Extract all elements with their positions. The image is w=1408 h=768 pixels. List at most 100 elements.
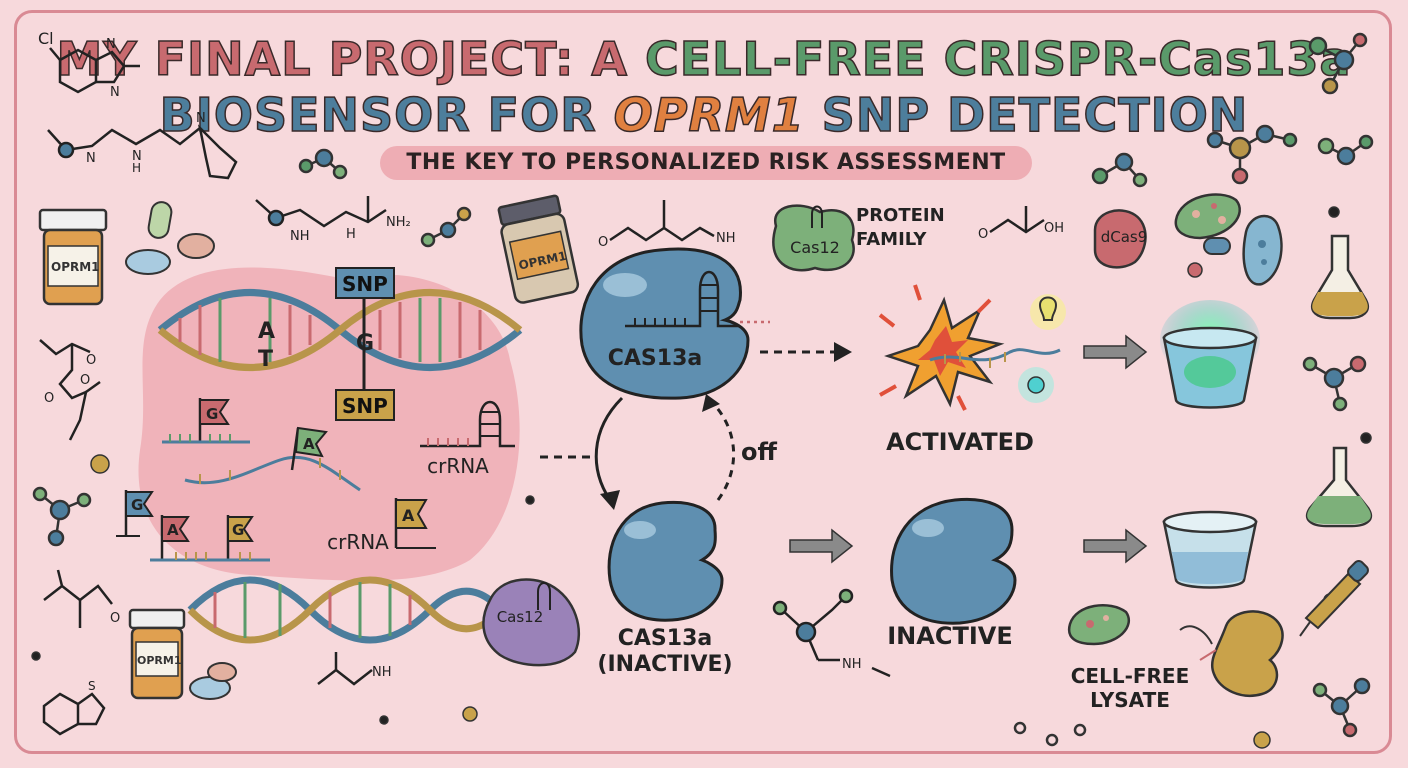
dna-helix-top: [157, 289, 523, 371]
dna-helix-bottom: [187, 576, 493, 644]
subtitle-banner: THE KEY TO PERSONALIZED RISK ASSESSMENT: [380, 146, 1032, 180]
title-part-oprm1: OPRM1: [613, 87, 805, 143]
atom-chain1-nh: NH: [716, 231, 736, 246]
label-protein-family-2: FAMILY: [856, 229, 927, 250]
atom-left-o2: O: [80, 373, 90, 388]
cleaved-rna-strand: [929, 348, 1061, 362]
atom-s: S: [88, 679, 96, 693]
light-bulb-icon: [1038, 296, 1058, 321]
label-crrna-2: crRNA: [327, 530, 389, 554]
title-line-2: BIOSENSOR FOR OPRM1 SNP DETECTION: [0, 87, 1408, 143]
atom-left-o: O: [86, 353, 96, 368]
lysate-bacteria: [1067, 604, 1131, 646]
atom-h1: H: [132, 161, 141, 175]
arrow-to-inactive: [594, 396, 624, 501]
dna-base-a: A: [258, 319, 275, 344]
flag-g-1-letter: G: [206, 405, 218, 423]
pill-bottle-2: [497, 194, 580, 304]
label-cas12-card: Cas12: [790, 238, 840, 257]
flag-g-2-letter: G: [131, 496, 143, 514]
flag-g-2: [116, 490, 154, 537]
cup-glowing-rim: [1162, 326, 1258, 350]
label-cell-free-1: CELL-FREE: [1070, 664, 1190, 688]
cas12-card-hairpin: [811, 205, 823, 228]
flag-a-1: [290, 426, 328, 471]
arrow-inactive-right: [789, 528, 854, 564]
flag-g-1: [162, 398, 250, 444]
cas12-protein-shape: [482, 578, 580, 667]
arrow-to-cup-bottom: [1083, 528, 1148, 564]
cup-plain-rim: [1162, 510, 1258, 534]
pills-top-left: [125, 201, 215, 275]
cas12-card-shape: [772, 204, 855, 272]
label-crrna-1: crRNA: [427, 454, 489, 478]
title-part-project: MY FINAL PROJECT: A: [56, 31, 645, 87]
title-part-biosensor: BIOSENSOR FOR: [159, 87, 614, 143]
label-inactive: INACTIVE: [887, 622, 1013, 650]
chain-molecule-3: [989, 206, 1045, 234]
page-border: [14, 10, 1392, 754]
label-protein-family-1: PROTEIN: [856, 205, 945, 226]
label-cas12-protein: Cas12: [496, 608, 544, 626]
flag-a-2-letter: A: [167, 521, 179, 539]
ball-stick-molecules: [32, 32, 1374, 747]
title-part-crispr: CELL-FREE CRISPR-Cas13a: [644, 31, 1352, 87]
snp-tag-top: SNP: [342, 272, 388, 296]
atom-cl: Cl: [38, 29, 54, 48]
chain-molecule-1: [47, 124, 238, 180]
flask-bottom: [1305, 446, 1373, 528]
urea-molecule: [255, 196, 387, 228]
arrow-to-inactive-head: [600, 490, 620, 510]
title-part-snp: SNP DETECTION: [804, 87, 1249, 143]
flag-a-1-letter: A: [303, 435, 315, 453]
dcas9-shape: [1093, 209, 1147, 269]
dropper: [1299, 560, 1369, 637]
benzimidazole-molecule: [49, 47, 140, 94]
cas13a-crrna: [625, 270, 770, 328]
label-dcas9: dCas9: [1100, 228, 1148, 246]
atom-amide-h: H: [346, 227, 356, 242]
label-cas13a: CAS13a: [607, 346, 703, 371]
atom-nh-a: NH: [290, 229, 310, 244]
snp-tag-bottom-box: [335, 389, 395, 421]
arrow-off-return-head: [702, 394, 720, 412]
fluorescent-dot-core: [1027, 376, 1045, 394]
rna-strand-middle: [184, 455, 361, 492]
label-off: off: [741, 438, 777, 466]
snp-tag-bottom: SNP: [342, 394, 388, 418]
pill-bottle-3-label: OPRM1: [137, 654, 181, 667]
atom-n1: N: [106, 37, 116, 52]
label-cas13a-inactive-1: CAS13a: [617, 626, 713, 651]
cas13a-inactive-shape: [607, 500, 724, 622]
atom-n3: N: [86, 151, 96, 166]
flask-top: [1311, 234, 1369, 320]
ketone-molecule: [43, 569, 113, 628]
flag-g-3: [150, 515, 270, 562]
decor-dots: [31, 206, 1372, 749]
chain-molecule-2: [609, 200, 715, 242]
flag-a-2: [160, 515, 190, 560]
amine-molecule-bottom: [317, 652, 373, 686]
atom-n5: N: [196, 111, 206, 126]
atom-bottom-nh: NH: [372, 665, 392, 680]
burst-sparks: [878, 284, 992, 411]
pill-bottle-3: [128, 608, 237, 700]
bacteria-top: [1174, 193, 1283, 286]
atom-left-o3: O: [44, 391, 54, 406]
atom-chain2-oh: OH: [1044, 221, 1064, 236]
crrna-hairpin: [420, 400, 515, 448]
pill-bottle-1: [38, 208, 108, 306]
label-cas13a-inactive-2: (INACTIVE): [597, 652, 733, 677]
label-activated: ACTIVATED: [886, 428, 1034, 456]
cup-glowing-liquid: [1184, 356, 1236, 388]
atom-n2: N: [110, 85, 120, 100]
atom-nh2-a: NH₂: [386, 215, 411, 230]
cup-plain-liquid: [1172, 552, 1248, 584]
arrow-to-cup-top: [1083, 334, 1148, 370]
flag-g-3-letter: G: [232, 521, 244, 539]
lysate-blob: [1179, 610, 1284, 697]
atom-left-o4: O: [110, 611, 120, 626]
arrow-off-return: [708, 398, 736, 501]
